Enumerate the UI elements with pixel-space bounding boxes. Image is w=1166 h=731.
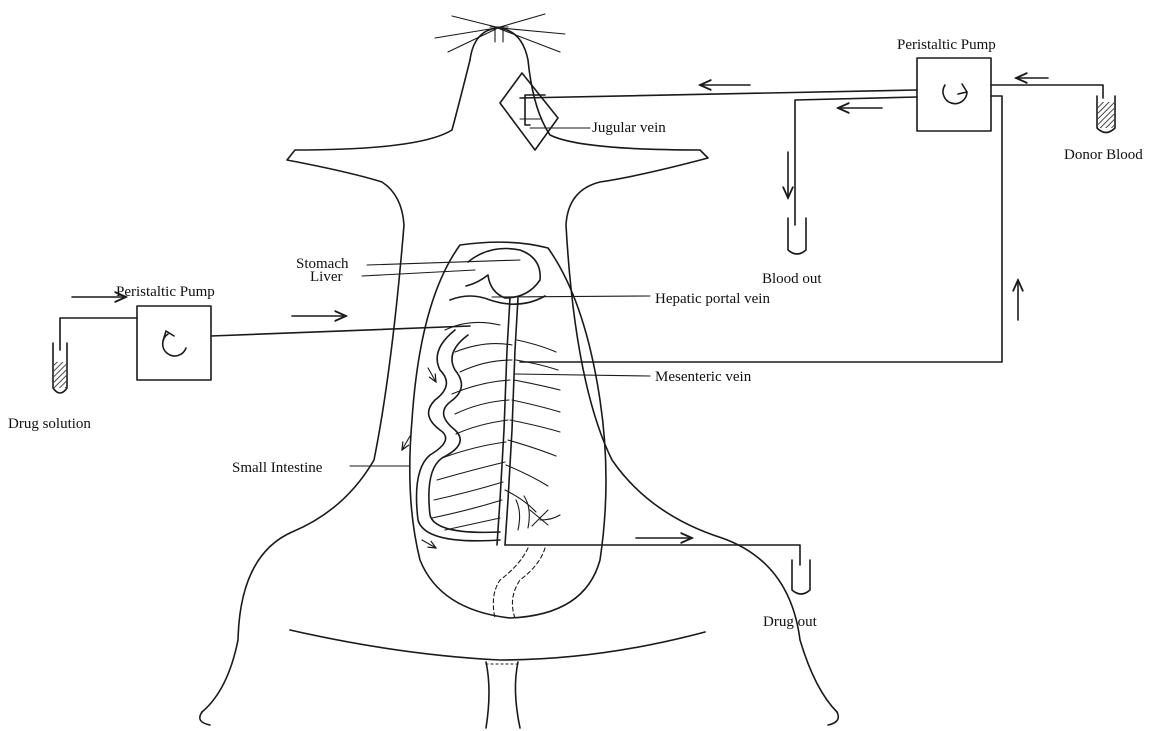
mesenteric-branches bbox=[432, 340, 560, 530]
blood-out-tube bbox=[788, 218, 806, 254]
label-pump-left: Peristaltic Pump bbox=[116, 284, 215, 300]
colon-dashed bbox=[493, 548, 545, 618]
leader-lines bbox=[350, 260, 650, 466]
label-jugular-vein: Jugular vein bbox=[592, 120, 666, 136]
label-hepatic-portal-vein: Hepatic portal vein bbox=[655, 291, 770, 307]
label-mesenteric-vein: Mesenteric vein bbox=[655, 369, 752, 385]
left-pump bbox=[137, 306, 211, 380]
label-drug-solution: Drug solution bbox=[8, 416, 91, 432]
drug-out-tube bbox=[792, 560, 810, 594]
jugular-cannula bbox=[500, 73, 590, 150]
blood-out-line bbox=[795, 97, 917, 225]
whiskers bbox=[435, 14, 565, 52]
label-liver: Liver bbox=[310, 269, 342, 285]
pump-to-intestine-line bbox=[211, 326, 470, 336]
small-intestine bbox=[417, 330, 501, 541]
pump-to-jugular-line bbox=[520, 90, 917, 98]
donor-line bbox=[991, 85, 1103, 98]
right-pump bbox=[917, 58, 991, 131]
label-blood-out: Blood out bbox=[762, 271, 822, 287]
label-donor-blood: Donor Blood bbox=[1064, 147, 1143, 163]
label-drug-out: Drug out bbox=[763, 614, 818, 630]
donor-blood-tube bbox=[1097, 96, 1115, 133]
label-small-intestine: Small Intestine bbox=[232, 460, 323, 476]
label-pump-right: Peristaltic Pump bbox=[897, 37, 996, 53]
drug-in-line bbox=[60, 318, 137, 350]
